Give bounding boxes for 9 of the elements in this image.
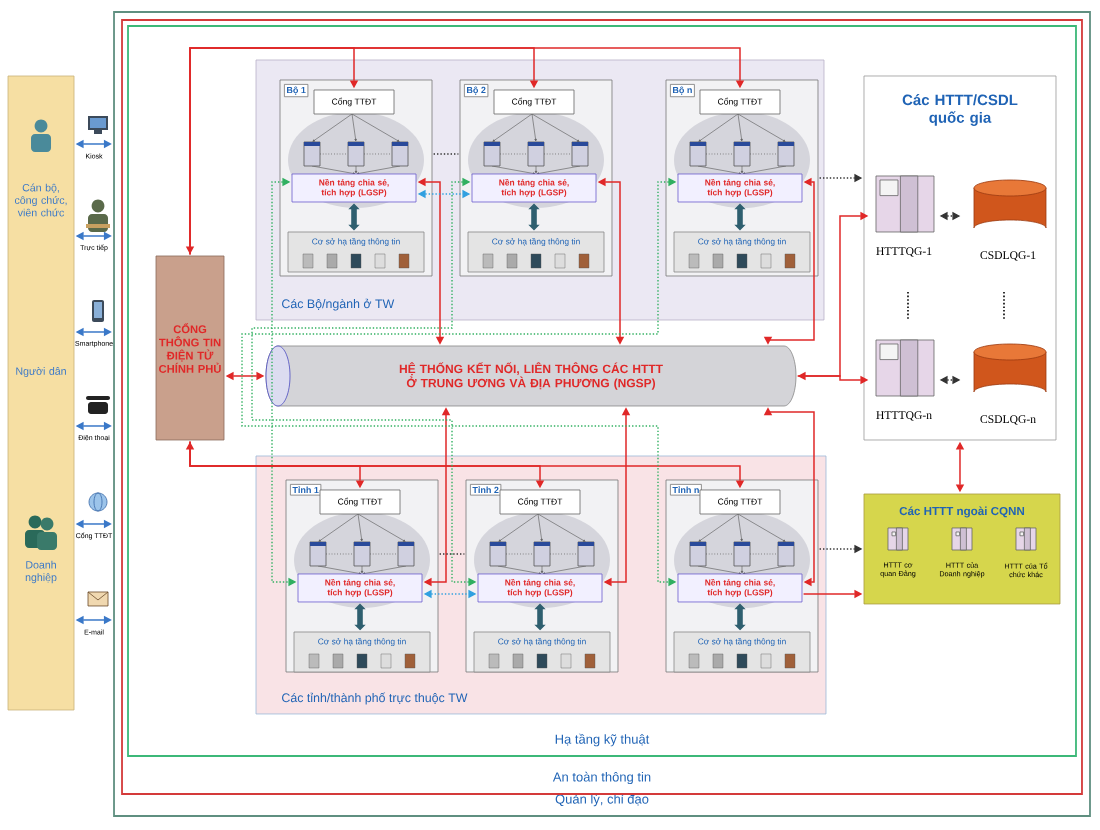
connector-arrow	[734, 603, 746, 631]
connector-line	[432, 153, 460, 155]
connector-arrow	[348, 203, 360, 231]
connector-arrow	[734, 203, 746, 231]
connector-arrow	[528, 203, 540, 231]
connector-arrow	[189, 47, 745, 256]
connector-arrow	[354, 603, 366, 631]
connector-arrow	[534, 603, 546, 631]
connector-line	[438, 553, 466, 555]
